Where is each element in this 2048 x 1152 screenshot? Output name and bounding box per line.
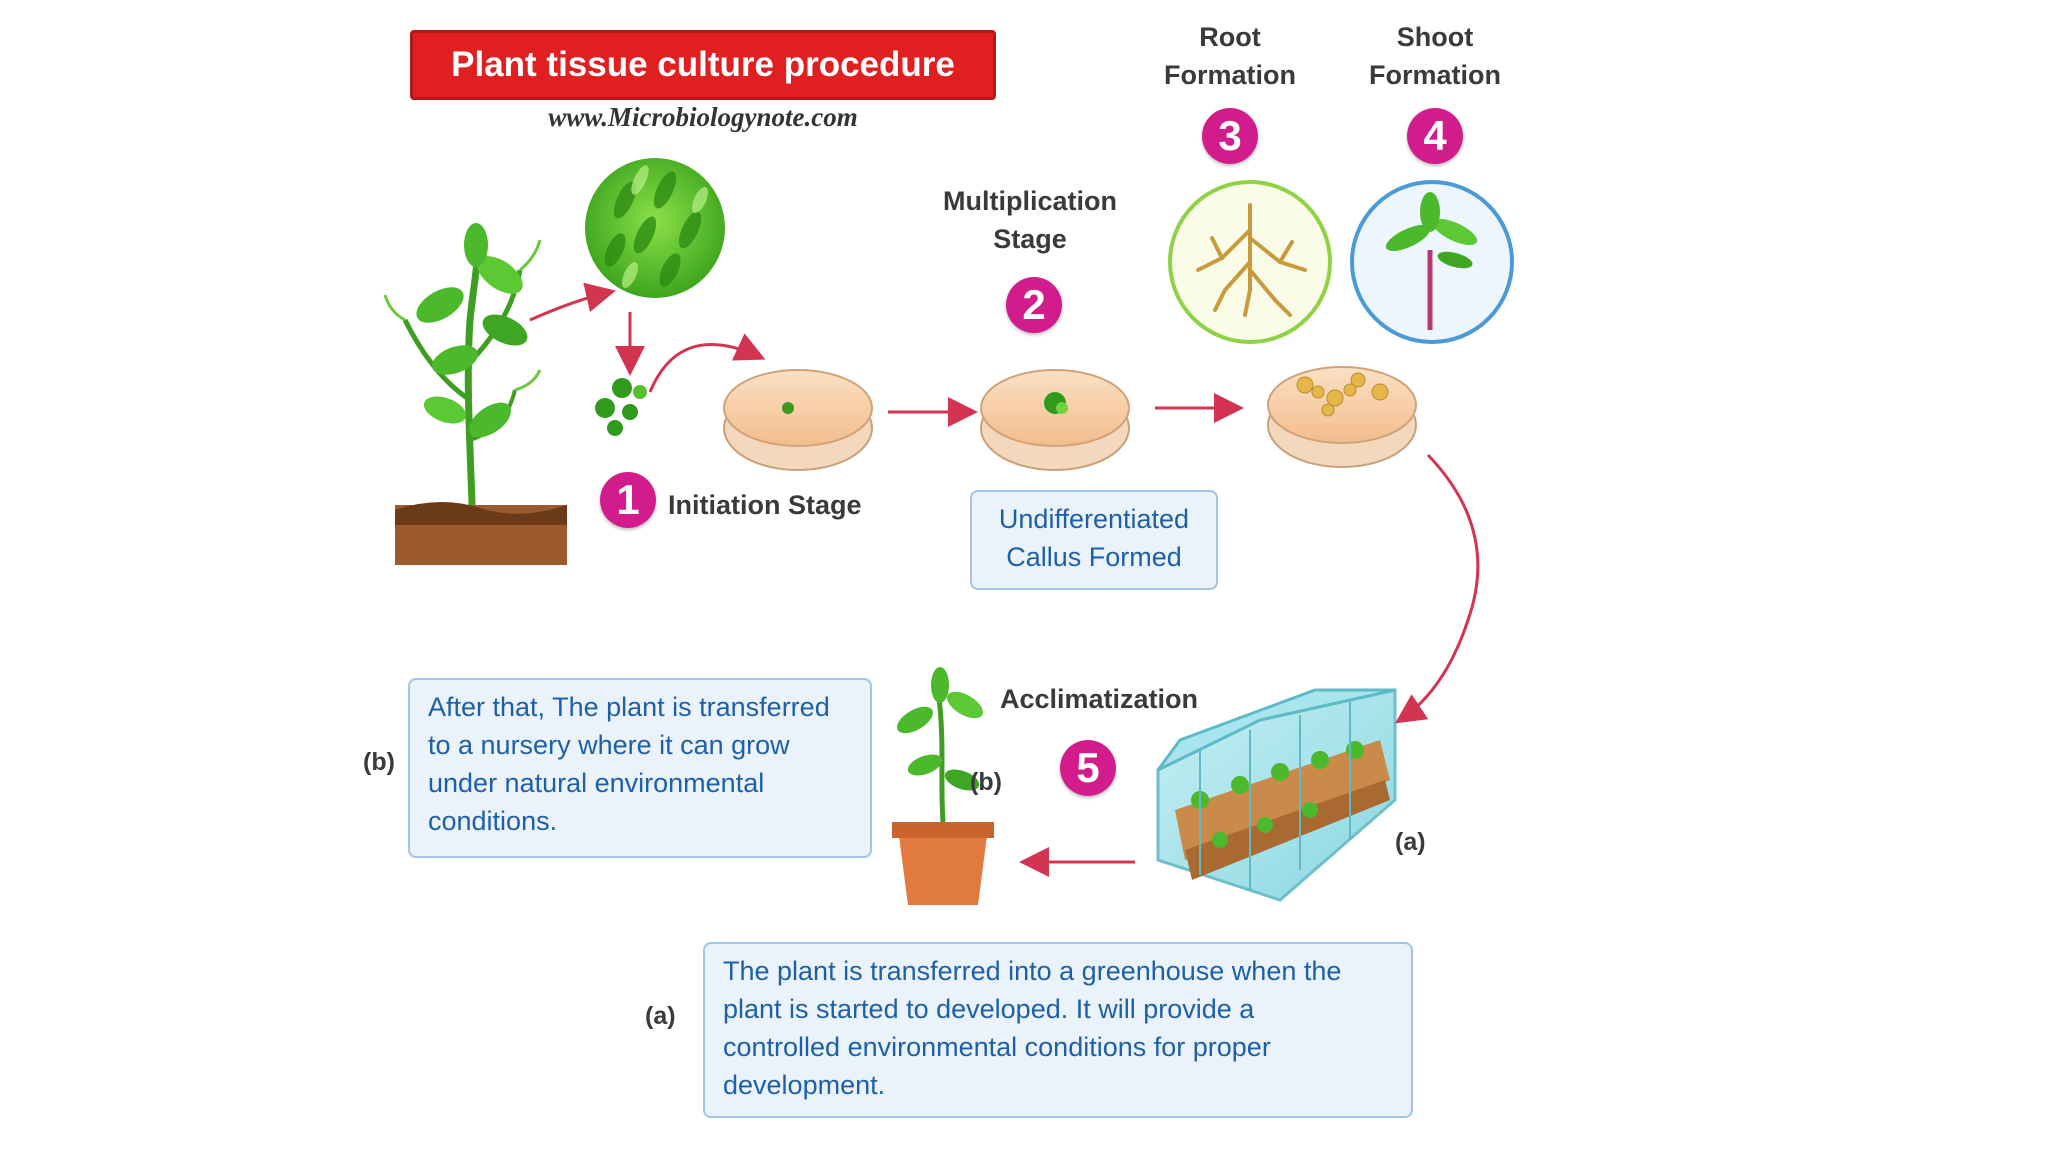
mother-plant-icon (383, 223, 567, 565)
petri-dish-multiplication-icon (980, 369, 1130, 471)
step-2-label: Multiplication Stage (920, 182, 1140, 258)
step-3-label-line1: Root (1199, 22, 1261, 52)
step-4-label: Shoot Formation (1345, 18, 1525, 94)
step-3-label: Root Formation (1140, 18, 1320, 94)
petri-dish-callus-icon (1267, 366, 1417, 468)
step-3-badge: 3 (1202, 108, 1258, 164)
potted-plant-icon (892, 667, 994, 905)
leaf-tissue-icon (585, 158, 725, 298)
step-1-badge: 1 (600, 472, 656, 528)
step-2-label-line1: Multiplication (943, 186, 1117, 216)
nursery-note-line: After that, The plant is transferred (428, 692, 830, 722)
step-4-label-line1: Shoot (1396, 22, 1474, 52)
greenhouse-note-line: controlled environmental conditions for … (723, 1032, 1271, 1062)
callus-note-line1: Undifferentiated (998, 504, 1190, 534)
step-3-label-line2: Formation (1164, 60, 1296, 90)
nursery-note-tag: (b) (363, 748, 395, 776)
page-title: Plant tissue culture procedure (451, 45, 955, 84)
greenhouse-note-line: plant is started to developed. It will p… (723, 994, 1255, 1024)
greenhouse-note-line: The plant is transferred into a greenhou… (723, 956, 1342, 986)
shoot-formation-icon (1350, 180, 1514, 344)
greenhouse-note-tag: (a) (645, 1002, 676, 1030)
website-credit: www.Microbiologynote.com (548, 102, 858, 132)
step-5-label: Acclimatization (1000, 684, 1199, 714)
page-title-banner: Plant tissue culture procedure (410, 30, 996, 100)
nursery-note-line: under natural environmental (428, 768, 765, 798)
root-formation-icon (1168, 180, 1332, 344)
greenhouse-tag: (a) (1395, 828, 1426, 856)
step-5-badge: 5 (1060, 740, 1116, 796)
step-1-label: Initiation Stage (668, 490, 862, 520)
greenhouse-note-line: development. (723, 1070, 886, 1100)
nursery-note-line: conditions. (428, 806, 558, 836)
potted-plant-tag: (b) (970, 768, 1002, 796)
callus-note-box: Undifferentiated Callus Formed (970, 490, 1218, 590)
process-arrows (529, 282, 1480, 877)
petri-dish-initiation-icon (723, 369, 873, 471)
nursery-note-box: After that, The plant is transferred to … (408, 678, 872, 858)
explant-pieces-icon (595, 378, 647, 436)
step-4-badge: 4 (1407, 108, 1463, 164)
callus-note-line2: Callus Formed (1006, 542, 1182, 572)
step-2-label-line2: Stage (993, 224, 1067, 254)
step-4-label-line2: Formation (1369, 60, 1501, 90)
greenhouse-note-box: The plant is transferred into a greenhou… (703, 942, 1413, 1118)
step-2-badge: 2 (1006, 277, 1062, 333)
nursery-note-line: to a nursery where it can grow (428, 730, 790, 760)
greenhouse-icon (1156, 688, 1397, 902)
